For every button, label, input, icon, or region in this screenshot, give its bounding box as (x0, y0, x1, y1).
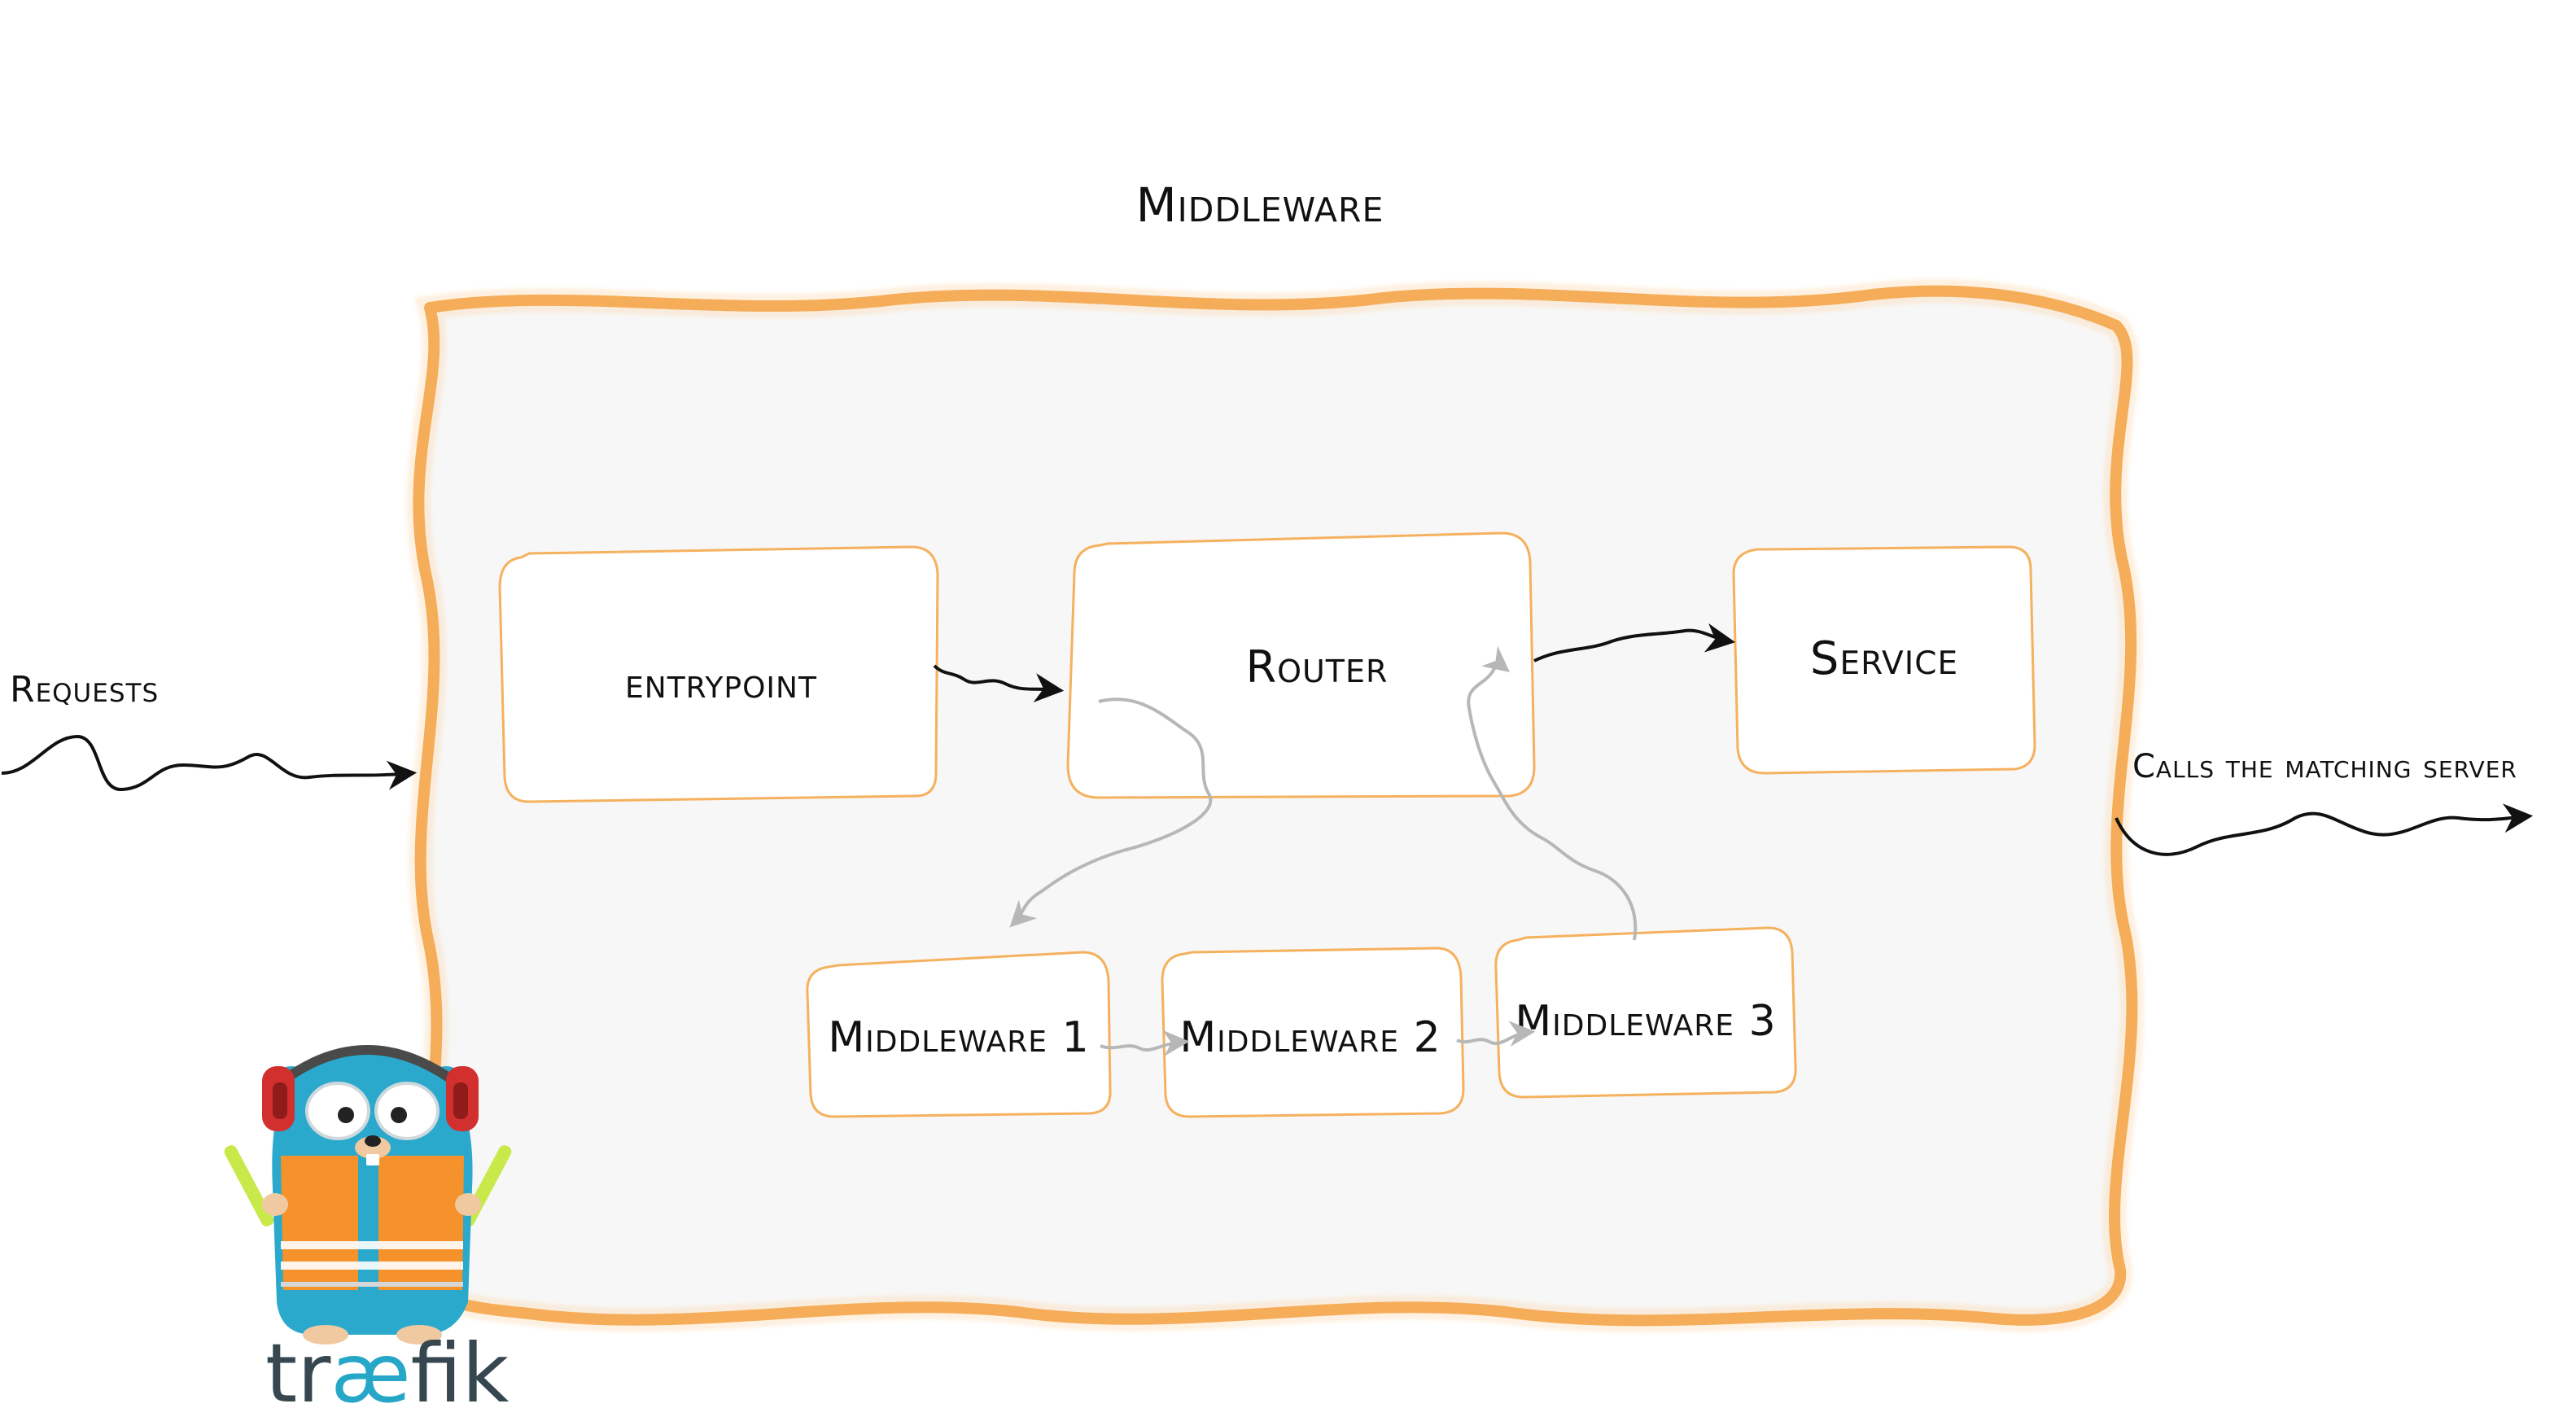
entrypoint-label: entrypoint (625, 659, 817, 708)
middleware-frame (406, 278, 2145, 1333)
requests-arrow (1, 734, 418, 792)
middleware3-box: Middleware 3 (1494, 926, 1797, 1099)
requests-label: Requests (10, 669, 159, 711)
gopher-mascot-icon (224, 1045, 512, 1345)
service-label: Service (1810, 632, 1958, 685)
router-to-middleware1-flow (1009, 697, 1213, 928)
output-arrow (2115, 803, 2534, 856)
middleware1-box: Middleware 1 (806, 951, 1112, 1118)
middleware3-label: Middleware 3 (1515, 997, 1776, 1046)
middleware2-label: Middleware 2 (1179, 1013, 1441, 1062)
router-to-service-arrow (1533, 623, 1736, 662)
router-label: Router (1246, 641, 1389, 693)
service-box: Service (1732, 545, 2036, 775)
middleware3-to-router-flow (1467, 645, 1638, 941)
entrypoint-box: entrypoint (498, 545, 939, 803)
svg-text:træfik: træfik (265, 1326, 510, 1408)
router-box: Router (1066, 531, 1536, 799)
entrypoint-to-router-arrow (933, 664, 1065, 703)
middleware1-label: Middleware 1 (828, 1013, 1089, 1062)
middleware2-box: Middleware 2 (1161, 947, 1465, 1118)
output-label: Calls the matching server (2132, 748, 2517, 785)
logo-text-fik: fik (411, 1326, 510, 1408)
traefik-logo: træfik (265, 1326, 510, 1408)
logo-text-tr: tr (265, 1326, 331, 1408)
diagram-title: Middleware (1136, 177, 1384, 233)
logo-text-ae: æ (330, 1326, 410, 1408)
middleware1-to-middleware2-flow (1100, 1030, 1190, 1056)
middleware2-to-middleware3-flow (1456, 1021, 1536, 1047)
